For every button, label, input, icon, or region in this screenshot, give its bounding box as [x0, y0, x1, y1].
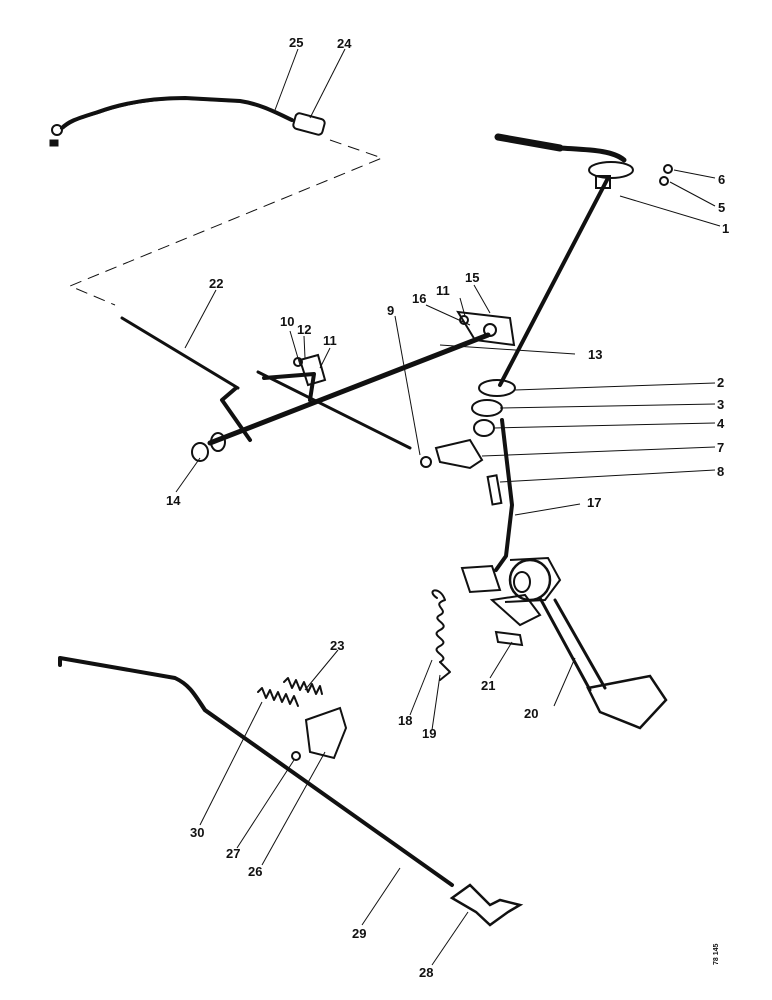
- return-spring: [431, 589, 451, 681]
- label-25: 25: [289, 35, 303, 50]
- label-23: 23: [330, 638, 344, 653]
- label-11-upper: 11: [436, 283, 450, 298]
- label-9: 9: [387, 303, 394, 318]
- label-4: 4: [717, 416, 725, 431]
- accelerator-pedal: [460, 556, 668, 730]
- label-2: 2: [717, 375, 724, 390]
- label-13: 13: [588, 347, 602, 362]
- label-17: 17: [587, 495, 601, 510]
- label-27: 27: [226, 846, 240, 861]
- upper-bracket: [456, 310, 516, 347]
- bracket-26: [291, 706, 348, 761]
- link-rod-17: [494, 418, 514, 572]
- label-7: 7: [717, 440, 724, 455]
- cross-shaft: [120, 316, 491, 462]
- label-26: 26: [248, 864, 262, 879]
- top-link-rod: [49, 96, 326, 147]
- label-12: 12: [297, 322, 311, 337]
- label-24: 24: [337, 36, 352, 51]
- label-21: 21: [481, 678, 495, 693]
- part-labels: 1 2 3 4 5 6 7 8 9 10 11 11 12 13 14 15 1…: [166, 35, 729, 980]
- bracket-7: [420, 438, 503, 506]
- label-16: 16: [412, 291, 426, 306]
- lower-rod: [58, 656, 524, 927]
- label-8: 8: [717, 464, 724, 479]
- label-14: 14: [166, 493, 181, 508]
- label-10: 10: [280, 314, 294, 329]
- label-5: 5: [718, 200, 725, 215]
- label-19: 19: [422, 726, 436, 741]
- label-3: 3: [717, 397, 724, 412]
- label-22: 22: [209, 276, 223, 291]
- springs-23-30: [257, 677, 323, 707]
- label-18: 18: [398, 713, 412, 728]
- label-29: 29: [352, 926, 366, 941]
- label-1: 1: [722, 221, 729, 236]
- leader-lines: [175, 48, 721, 966]
- label-28: 28: [419, 965, 433, 980]
- label-30: 30: [190, 825, 204, 840]
- label-11-lower: 11: [323, 333, 337, 348]
- label-15: 15: [465, 270, 479, 285]
- hand-throttle-lever: [494, 133, 673, 387]
- reference-number: 78 145: [713, 943, 720, 965]
- label-20: 20: [524, 706, 538, 721]
- label-6: 6: [718, 172, 725, 187]
- dashed-assembly-line: [68, 139, 384, 306]
